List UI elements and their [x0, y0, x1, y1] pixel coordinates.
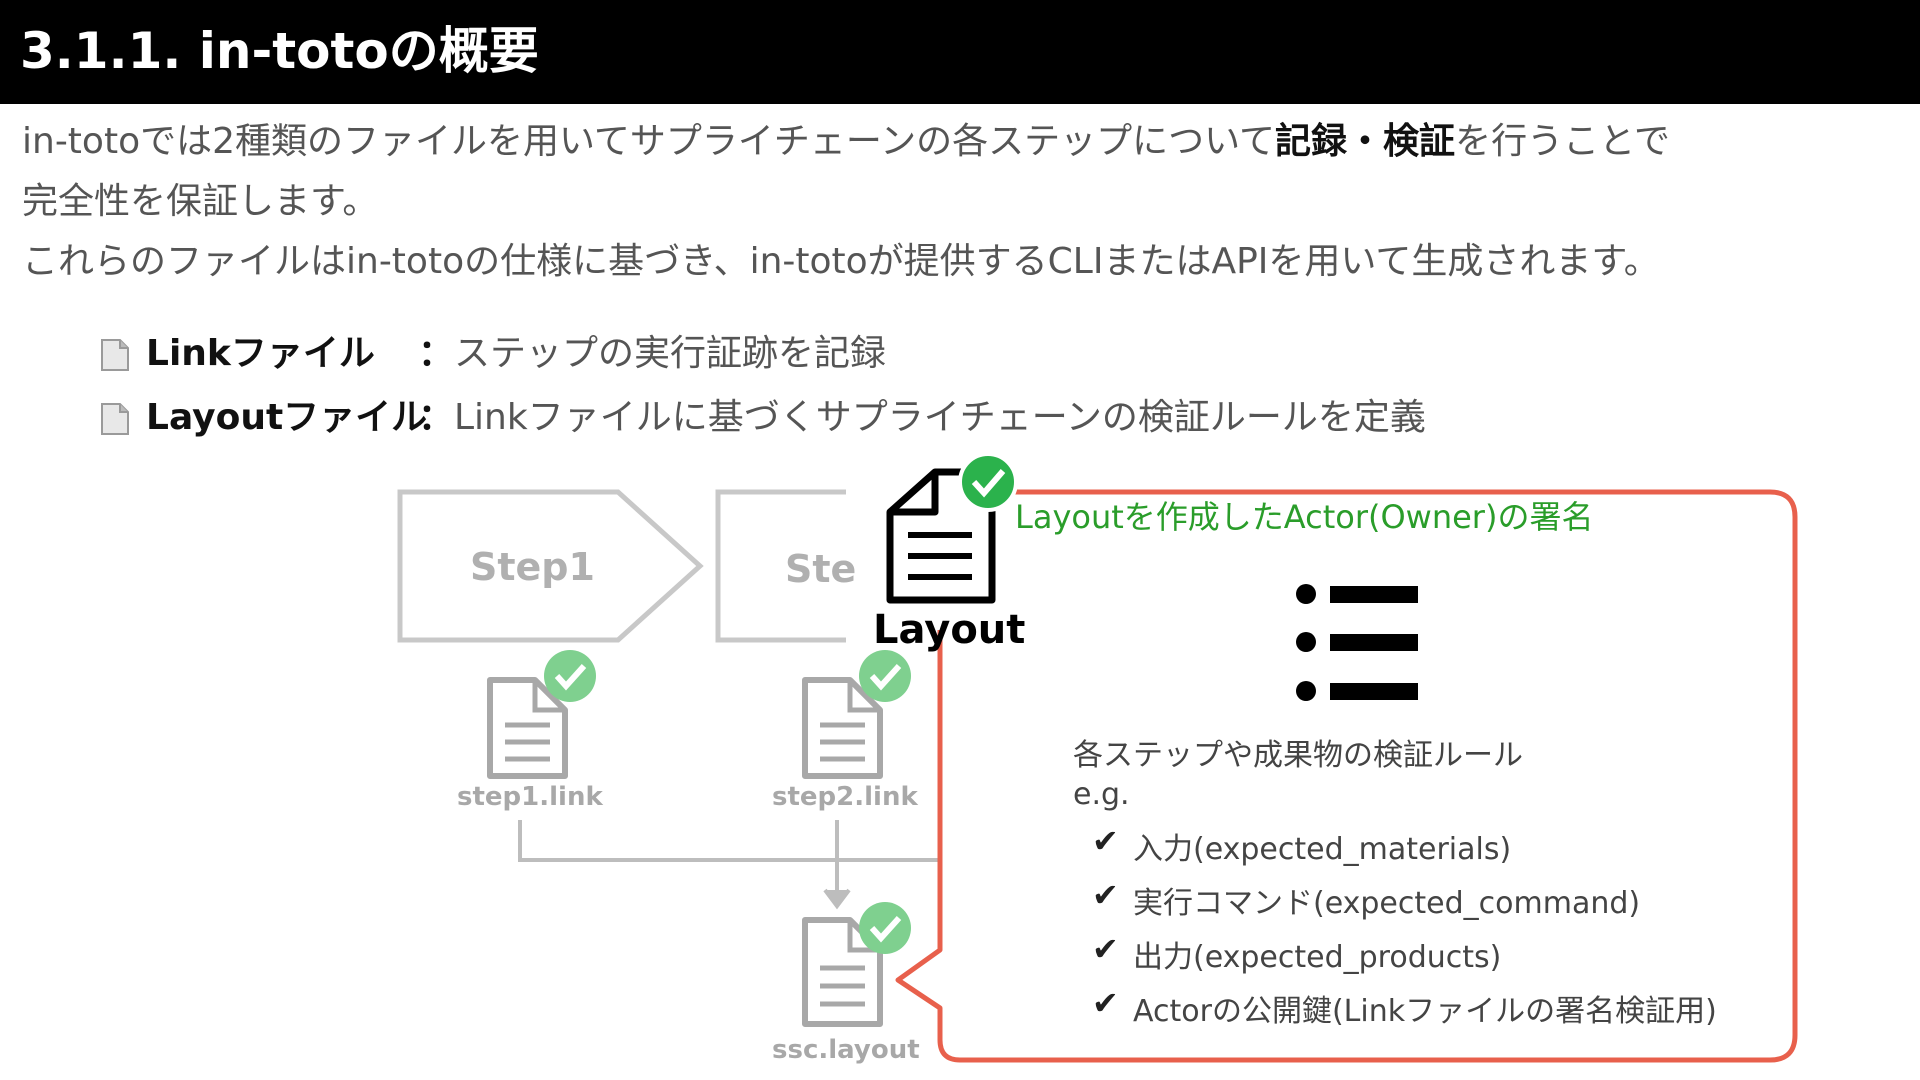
- step1-file-label: step1.link: [457, 782, 603, 812]
- check-mark-icon: ✔: [1092, 822, 1119, 860]
- layout-file-label: ssc.layout: [772, 1035, 920, 1065]
- check-badge-icon: [958, 452, 1018, 512]
- intro-line-2: 完全性を保証します。: [22, 181, 379, 222]
- step2-file-label: step2.link: [772, 782, 918, 812]
- bullet-colon: ：: [418, 397, 455, 438]
- rules-eg: e.g.: [1073, 777, 1130, 812]
- check-badge-icon: [859, 902, 911, 954]
- bullet-colon: ：: [418, 333, 455, 374]
- step1-label: Step1: [470, 545, 595, 589]
- rules-heading: 各ステップや成果物の検証ルール: [1073, 738, 1523, 773]
- check-badge-icon: [859, 650, 911, 702]
- check-mark-icon: ✔: [1092, 876, 1119, 914]
- step2-label: Ste: [785, 547, 856, 591]
- document-icon: [101, 339, 129, 371]
- intro-text: in-totoでは2種類のファイルを用いてサプライチェーンの各ステップについて記…: [22, 112, 1902, 292]
- intro-line-3: これらのファイルはin-totoの仕様に基づき、in-totoが提供するCLIま…: [22, 241, 1660, 282]
- step1-arrow-shape: [397, 489, 704, 643]
- bullet-label: Linkファイル: [146, 333, 375, 374]
- rule-item: 実行コマンド(expected_command): [1133, 886, 1641, 921]
- ssc-layout-document-icon: [802, 917, 883, 1027]
- connector-lines: [518, 820, 940, 910]
- signature-note: Layoutを作成したActor(Owner)の署名: [1015, 498, 1593, 536]
- step2-link-document-icon: [802, 677, 883, 779]
- document-icon: [101, 403, 129, 435]
- rule-item: 入力(expected_materials): [1133, 832, 1512, 867]
- list-icon: [1296, 584, 1418, 701]
- intro-line-1: in-totoでは2種類のファイルを用いてサプライチェーンの各ステップについて記…: [22, 121, 1670, 162]
- rule-item: Actorの公開鍵(Linkファイルの署名検証用): [1133, 994, 1717, 1029]
- check-mark-icon: ✔: [1092, 930, 1119, 968]
- check-badge-icon: [544, 650, 596, 702]
- bullet-desc: Linkファイルに基づくサプライチェーンの検証ルールを定義: [454, 397, 1426, 438]
- step1-link-document-icon: [487, 677, 568, 779]
- bullet-label: Layoutファイル: [146, 397, 428, 438]
- check-mark-icon: ✔: [1092, 984, 1119, 1022]
- bullet-desc: ステップの実行証跡を記録: [454, 333, 887, 374]
- step2-arrow-shape: [715, 489, 846, 643]
- rule-item: 出力(expected_products): [1133, 940, 1502, 975]
- page-title: 3.1.1. in-totoの概要: [20, 22, 539, 80]
- layout-icon-label: Layout: [873, 607, 1025, 653]
- title-bar: 3.1.1. in-totoの概要: [0, 0, 1920, 104]
